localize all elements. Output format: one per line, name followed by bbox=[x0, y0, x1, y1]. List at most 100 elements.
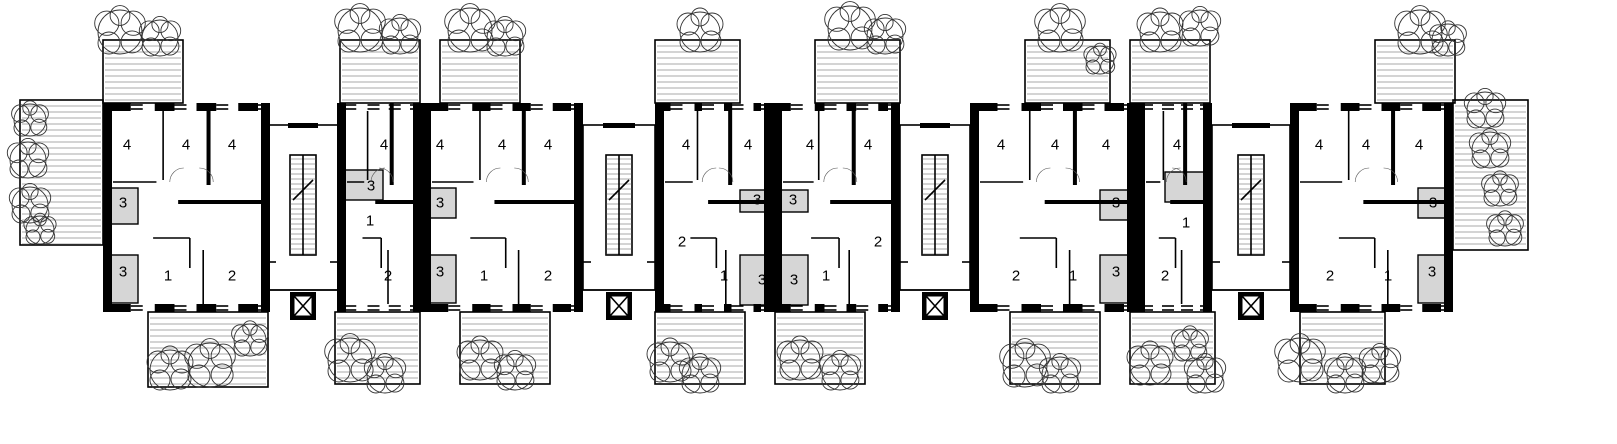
top-wall bbox=[724, 103, 732, 111]
tree-crown bbox=[1083, 46, 1100, 63]
tree-crown bbox=[818, 354, 840, 376]
stair-cutline bbox=[924, 179, 946, 201]
tree-crown bbox=[40, 216, 57, 233]
room-label: 4 bbox=[997, 137, 1005, 154]
door-swing bbox=[1166, 167, 1181, 183]
door-swing bbox=[1036, 167, 1051, 183]
tree-crown bbox=[1186, 374, 1206, 394]
door-swing bbox=[1383, 167, 1398, 183]
side-wall bbox=[337, 103, 346, 312]
tree-crown bbox=[30, 187, 52, 209]
tree-crown bbox=[1178, 10, 1200, 32]
tree-crown bbox=[1420, 30, 1444, 54]
room-label: 4 bbox=[1173, 137, 1181, 154]
side-wall bbox=[1136, 103, 1145, 312]
bottom-wall bbox=[1063, 304, 1083, 312]
top-wall bbox=[422, 103, 449, 111]
tree-crown bbox=[1476, 87, 1494, 106]
top-wall bbox=[552, 103, 571, 111]
tree-crown bbox=[146, 350, 170, 374]
tree-crown bbox=[334, 8, 360, 34]
room-label: 3 bbox=[1112, 195, 1120, 212]
balcony bbox=[1129, 311, 1216, 385]
tree-crown bbox=[19, 137, 37, 156]
bottom-wall bbox=[814, 304, 825, 312]
room-label: 3 bbox=[367, 178, 375, 195]
bottom-wall bbox=[655, 304, 671, 312]
bottom-wall bbox=[472, 304, 491, 312]
tree-crown bbox=[447, 7, 493, 53]
tree-crown bbox=[378, 18, 400, 40]
tree-crown bbox=[1440, 20, 1456, 36]
tree-crown bbox=[1300, 358, 1324, 382]
tree-crown bbox=[1129, 344, 1171, 386]
tree-crown bbox=[381, 35, 401, 55]
tree-crown bbox=[28, 142, 50, 164]
tree-crown bbox=[21, 182, 39, 201]
bedroom-wall bbox=[206, 103, 211, 185]
stair-cutline bbox=[608, 179, 630, 201]
bottom-wall bbox=[878, 304, 888, 312]
tree-crown bbox=[151, 15, 169, 34]
tree-crown bbox=[1323, 357, 1345, 379]
tree-crown bbox=[1060, 28, 1084, 52]
tree-crown bbox=[1140, 340, 1160, 360]
tree-crown bbox=[1481, 127, 1499, 146]
tree-crown bbox=[496, 371, 516, 391]
tree-crown bbox=[363, 357, 385, 379]
tree-crown bbox=[141, 37, 161, 57]
tree-crown bbox=[866, 17, 904, 55]
tree-crown bbox=[40, 228, 56, 244]
tree-crown bbox=[187, 342, 233, 388]
tree-crown bbox=[170, 350, 194, 374]
tree-crown bbox=[1205, 373, 1225, 393]
tree-crown bbox=[1326, 356, 1364, 394]
tree-crown bbox=[691, 352, 709, 371]
tree-crown bbox=[779, 359, 801, 381]
side-wall bbox=[574, 103, 583, 312]
bearing-wall bbox=[708, 200, 768, 204]
side-wall bbox=[655, 103, 664, 312]
tree-crown bbox=[250, 324, 269, 343]
tree-crown bbox=[800, 340, 824, 364]
balcony bbox=[814, 39, 901, 104]
utility-room bbox=[427, 254, 457, 304]
tree-crown bbox=[1037, 7, 1083, 53]
room-label: 3 bbox=[436, 264, 444, 281]
tree-crown bbox=[22, 100, 38, 116]
tree-crown bbox=[350, 338, 376, 364]
stair-top-wall bbox=[603, 123, 635, 128]
side-wall bbox=[1444, 103, 1453, 312]
balcony bbox=[459, 311, 551, 385]
room-label: 1 bbox=[822, 268, 830, 285]
top-wall bbox=[238, 103, 258, 111]
bottom-wall bbox=[154, 304, 175, 312]
bottom-wall bbox=[103, 304, 131, 312]
utility-room bbox=[1417, 254, 1447, 304]
room-label: 3 bbox=[753, 192, 761, 209]
tree-crown bbox=[790, 335, 810, 355]
bottom-wall bbox=[1381, 304, 1401, 312]
tree-crown bbox=[505, 20, 527, 42]
tree-crown bbox=[470, 335, 490, 355]
side-wall bbox=[773, 103, 782, 312]
tree-crown bbox=[1490, 132, 1512, 154]
tree-crown bbox=[1277, 359, 1301, 383]
tree-crown bbox=[1025, 363, 1049, 387]
tree-crown bbox=[1481, 174, 1500, 193]
balcony bbox=[102, 39, 184, 104]
tree-crown bbox=[679, 31, 701, 53]
tree-crown bbox=[1345, 357, 1367, 379]
room-label: 3 bbox=[119, 195, 127, 212]
tree-crown bbox=[700, 30, 722, 52]
tree-crown bbox=[840, 370, 860, 390]
tree-crown bbox=[1490, 148, 1510, 168]
top-wall bbox=[1021, 103, 1041, 111]
tree-crown bbox=[470, 28, 494, 52]
tree-crown bbox=[120, 10, 146, 36]
tree-crown bbox=[999, 343, 1025, 369]
door-swing bbox=[514, 167, 529, 183]
tree-crown bbox=[1060, 8, 1086, 34]
side-wall bbox=[1127, 103, 1136, 312]
bottom-wall bbox=[238, 304, 258, 312]
